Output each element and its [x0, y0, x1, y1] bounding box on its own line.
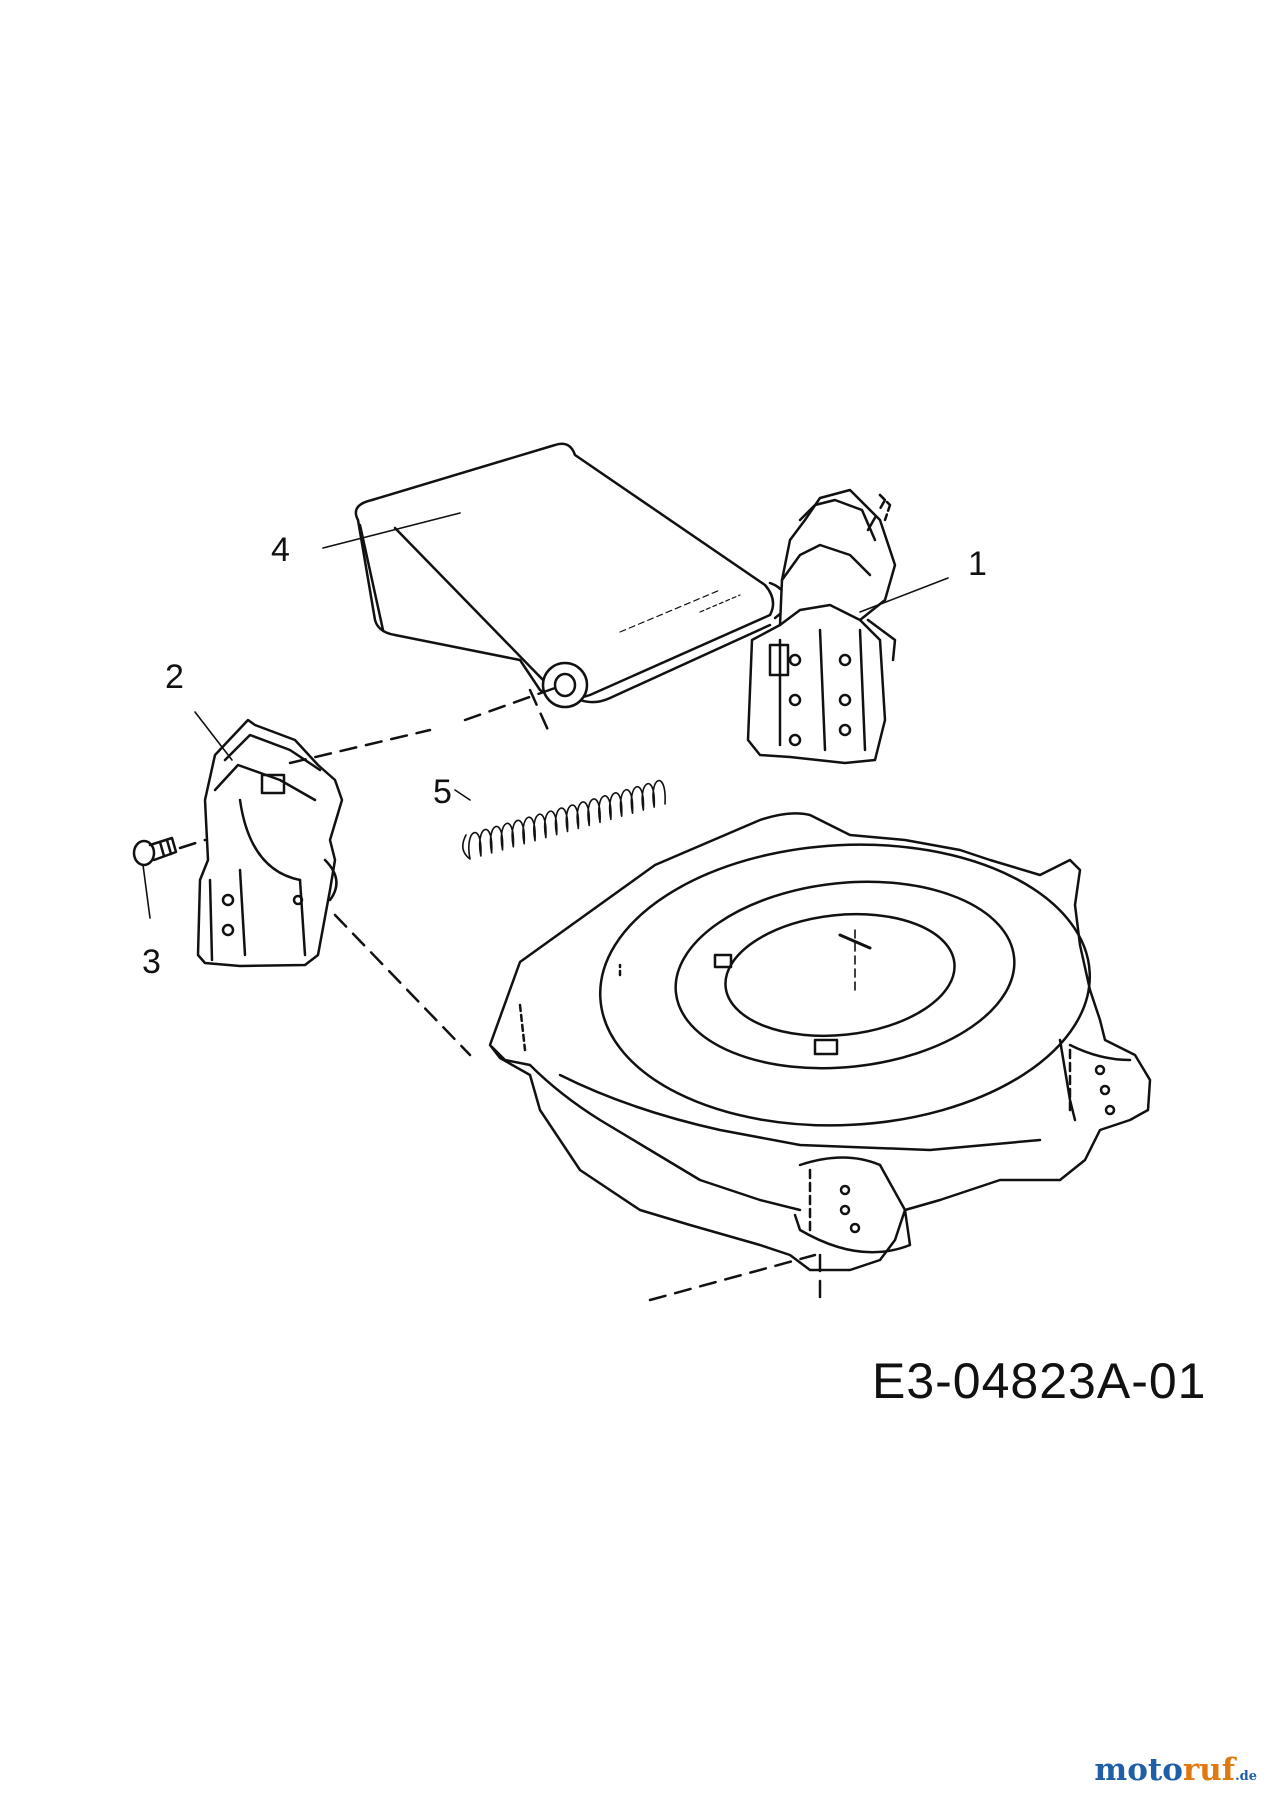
drawing-code: E3-04823A-01 [872, 1353, 1207, 1409]
assembly-lines [178, 493, 887, 1307]
leader-lines [142, 512, 949, 919]
logo-suffix: .de [1235, 1769, 1257, 1784]
mower-deck-part [488, 812, 1152, 1272]
callout-label-4: 4 [271, 531, 290, 569]
bolt-part [132, 836, 178, 867]
callout-label-2: 2 [165, 658, 184, 696]
spring-part [462, 779, 666, 860]
logo-text-part2: ruf [1182, 1752, 1236, 1788]
motoruf-logo[interactable]: motoruf.de [1094, 1752, 1257, 1788]
logo-text-part1: moto [1094, 1752, 1183, 1788]
callout-label-3: 3 [142, 943, 161, 981]
bracket-right-part [746, 488, 897, 765]
bracket-left-part [196, 718, 344, 968]
flap-part [354, 442, 788, 709]
callout-label-1: 1 [968, 545, 987, 583]
callout-label-5: 5 [433, 773, 452, 811]
